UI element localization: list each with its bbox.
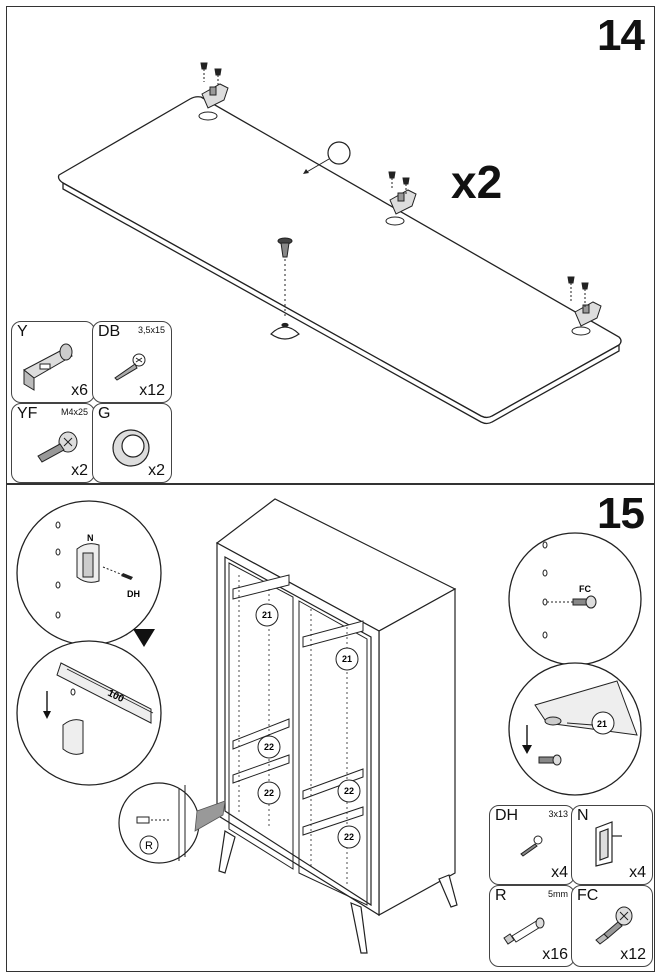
part-box-g: G x2 bbox=[92, 403, 172, 483]
part-spec: 3,5x15 bbox=[137, 325, 165, 335]
step-14-panel: 14 x2 bbox=[6, 6, 655, 484]
rail-detail bbox=[16, 640, 162, 786]
board-panel bbox=[57, 96, 622, 425]
part-spec: 3x13 bbox=[548, 809, 568, 819]
part-spec: 5mm bbox=[548, 889, 568, 899]
part-letter: FC bbox=[577, 887, 599, 904]
pin-detail bbox=[118, 782, 226, 864]
screw-icon bbox=[37, 431, 78, 463]
label-dh: DH bbox=[127, 589, 140, 599]
callout-22: 22 bbox=[264, 788, 274, 798]
part-box-n: N x4 bbox=[571, 805, 653, 885]
part-quantity: x12 bbox=[139, 382, 165, 399]
step-14-number: 14 bbox=[597, 11, 645, 60]
label-fc: FC bbox=[579, 584, 591, 594]
callout-22: 22 bbox=[344, 832, 354, 842]
callout-22: 22 bbox=[344, 786, 354, 796]
part-quantity: x16 bbox=[542, 946, 568, 963]
part-box-yf: YF M4x25 x2 bbox=[11, 403, 95, 483]
part-quantity: x2 bbox=[71, 462, 88, 479]
part-letter: DH bbox=[495, 807, 519, 824]
quantity-multiplier: x2 bbox=[451, 156, 503, 208]
part-letter: G bbox=[98, 405, 111, 422]
part-letter: R bbox=[495, 887, 507, 904]
hinge-holes bbox=[198, 111, 591, 336]
screw-icon bbox=[277, 237, 293, 319]
part-quantity: x6 bbox=[71, 382, 88, 399]
label-r: R bbox=[145, 840, 153, 852]
callout-21: 21 bbox=[342, 654, 352, 664]
part-quantity: x12 bbox=[620, 946, 646, 963]
glide-cap-icon bbox=[270, 322, 300, 340]
cabinet-body bbox=[215, 498, 457, 917]
cabinet-illustration: N DH 100 bbox=[16, 498, 642, 954]
cabinet-legs bbox=[218, 830, 458, 954]
bracket-detail bbox=[16, 500, 162, 646]
part-letter: DB bbox=[98, 323, 121, 340]
step-15-panel: 15 N DH bbox=[6, 484, 655, 972]
callout-21: 21 bbox=[597, 719, 607, 729]
hinge-icon bbox=[388, 171, 417, 215]
step-15-number: 15 bbox=[597, 489, 645, 538]
cam-lock-detail bbox=[508, 662, 642, 796]
part-box-db: DB 3,5x15 x12 bbox=[92, 321, 172, 403]
screw-icon bbox=[114, 353, 146, 381]
part-letter: N bbox=[577, 807, 589, 824]
part-box-y: Y x6 bbox=[11, 321, 95, 403]
dowel-icon bbox=[503, 917, 545, 945]
callout-22: 22 bbox=[264, 742, 274, 752]
part-letter: YF bbox=[17, 405, 38, 422]
bracket-icon bbox=[595, 821, 622, 867]
shelf-callout bbox=[255, 603, 361, 849]
callout-21: 21 bbox=[262, 610, 272, 620]
part-quantity: x4 bbox=[551, 864, 568, 881]
part-quantity: x2 bbox=[148, 462, 165, 479]
top-panel-illustration bbox=[57, 62, 622, 425]
hinge-icon bbox=[200, 62, 229, 109]
part-spec: M4x25 bbox=[60, 407, 88, 417]
part-box-fc: FC x12 bbox=[571, 885, 653, 967]
hinge-icon bbox=[567, 276, 602, 327]
cam-bolt-icon bbox=[595, 906, 633, 945]
arrow-down-icon bbox=[133, 629, 155, 647]
part-box-r: R 5mm x16 bbox=[489, 885, 575, 967]
panel-callout bbox=[303, 141, 351, 174]
screw-icon bbox=[520, 835, 543, 857]
part-quantity: x4 bbox=[629, 864, 646, 881]
hinge-icon bbox=[23, 343, 73, 391]
cam-bolt-detail bbox=[508, 532, 642, 666]
glide-cap-icon bbox=[112, 429, 150, 467]
part-box-dh: DH 3x13 x4 bbox=[489, 805, 575, 885]
part-letter: Y bbox=[17, 323, 28, 340]
label-n: N bbox=[87, 533, 94, 543]
shelves bbox=[232, 574, 364, 836]
